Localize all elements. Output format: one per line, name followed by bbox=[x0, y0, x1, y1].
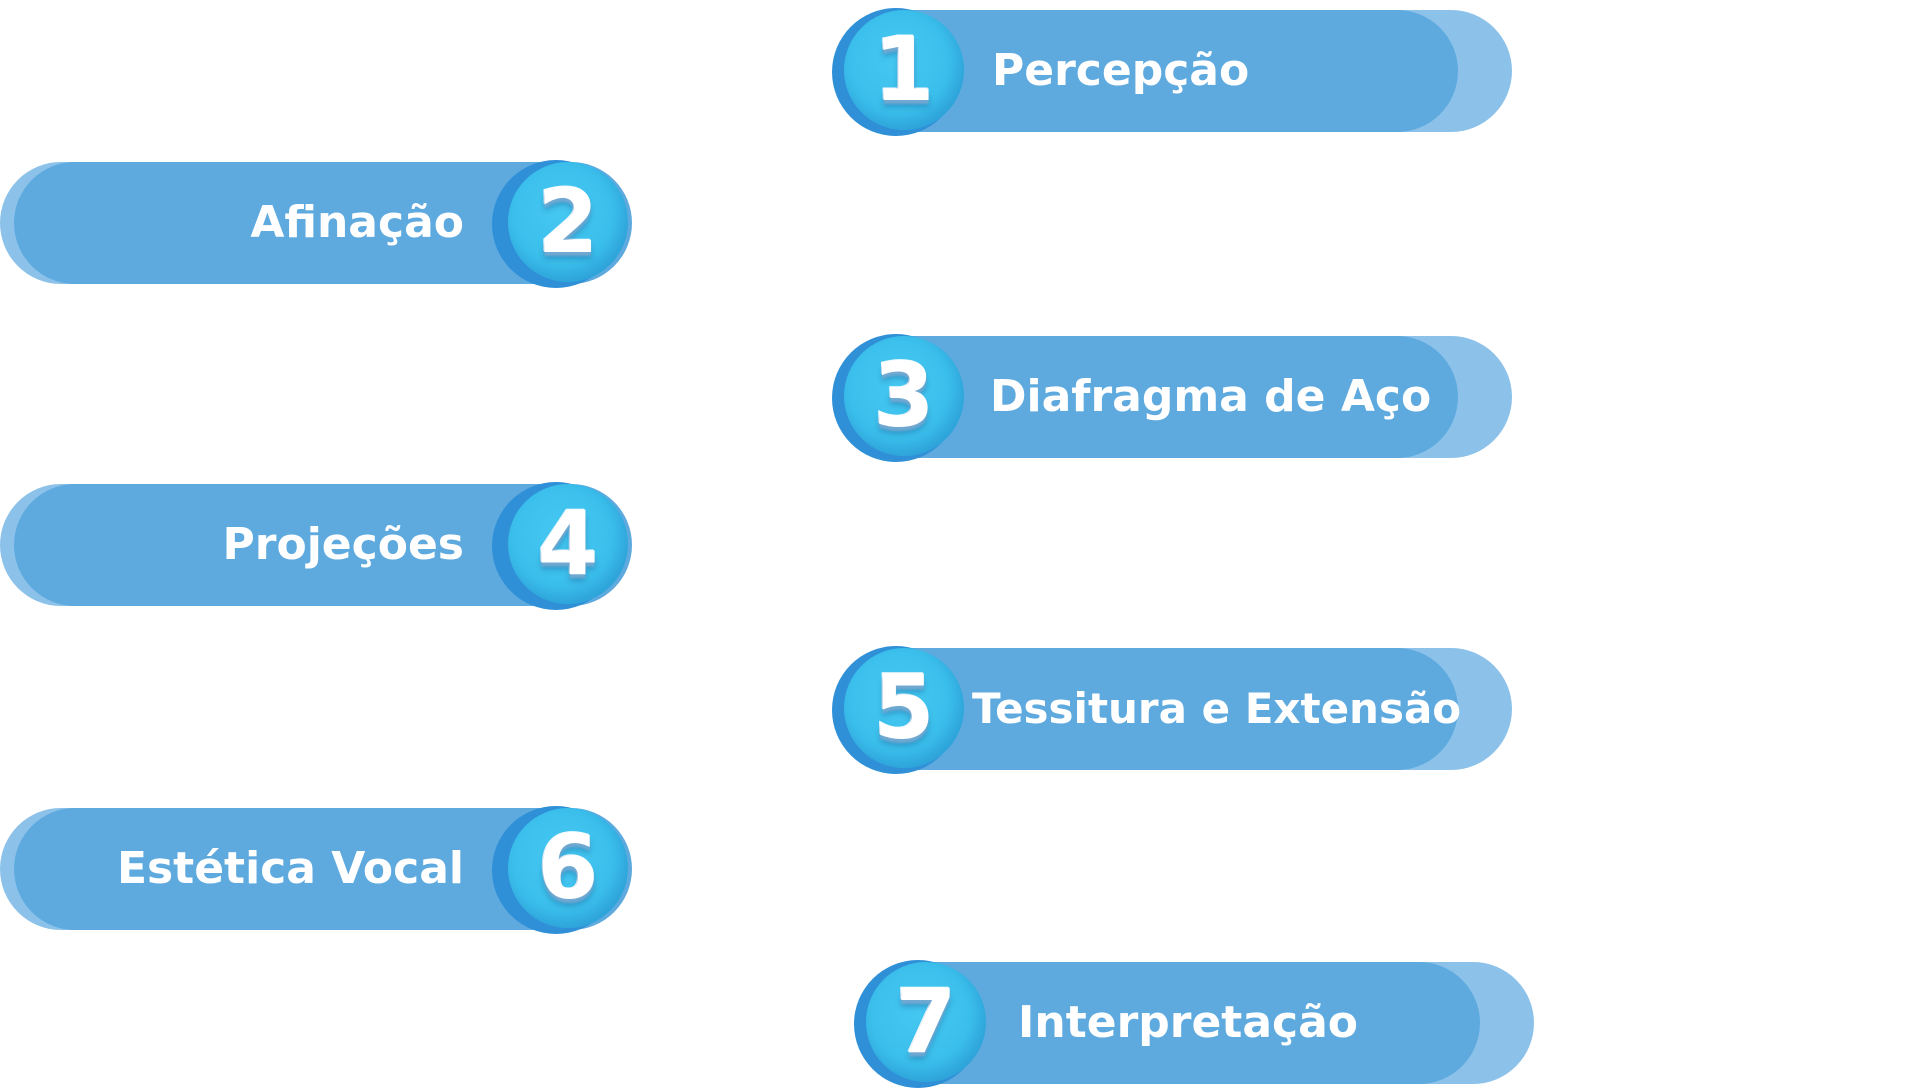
step-5-number-badge: 5 bbox=[844, 648, 964, 768]
step-6: 6 Estética Vocal bbox=[0, 806, 632, 934]
step-3: 3 Diafragma de Aço bbox=[832, 334, 1512, 462]
step-2-label: Afinação bbox=[250, 197, 464, 248]
step-4-number-badge: 4 bbox=[508, 484, 628, 604]
step-2-number: 2 bbox=[537, 170, 599, 273]
step-2-number-badge: 2 bbox=[508, 162, 628, 282]
step-1-number: 1 bbox=[873, 18, 935, 121]
step-1-label: Percepção bbox=[992, 45, 1250, 96]
step-5: 5 Tessitura e Extensão bbox=[832, 646, 1512, 774]
step-2: 2 Afinação bbox=[0, 160, 632, 288]
step-6-number: 6 bbox=[537, 816, 599, 919]
step-3-number-badge: 3 bbox=[844, 336, 964, 456]
step-3-number: 3 bbox=[873, 344, 935, 447]
step-7-number: 7 bbox=[895, 970, 957, 1073]
step-3-label: Diafragma de Aço bbox=[990, 371, 1432, 422]
step-6-label: Estética Vocal bbox=[116, 843, 464, 894]
step-1-number-badge: 1 bbox=[844, 10, 964, 130]
step-5-label: Tessitura e Extensão bbox=[972, 684, 1462, 733]
step-1: 1 Percepção bbox=[832, 8, 1512, 136]
step-6-number-badge: 6 bbox=[508, 808, 628, 928]
step-4-number: 4 bbox=[537, 492, 599, 595]
step-7: 7 Interpretação bbox=[854, 960, 1534, 1088]
step-4-label: Projeções bbox=[222, 519, 464, 570]
step-5-number: 5 bbox=[873, 656, 935, 759]
step-7-number-badge: 7 bbox=[866, 962, 986, 1082]
step-4: 4 Projeções bbox=[0, 482, 632, 610]
step-7-label: Interpretação bbox=[1018, 997, 1359, 1048]
